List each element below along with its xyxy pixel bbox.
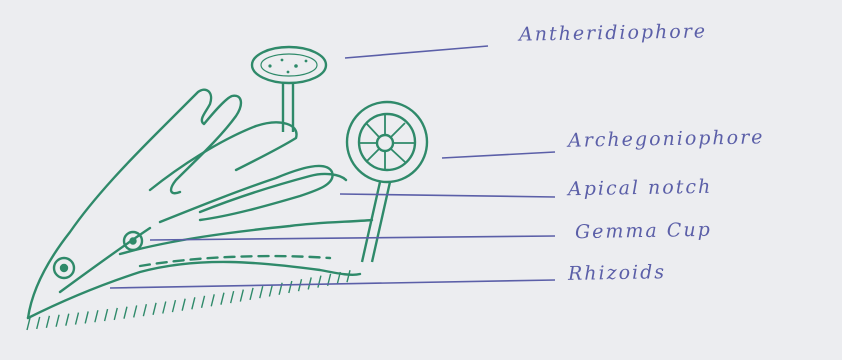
gemma-cup-right-center [131,239,136,244]
gemma-cup-left-center [61,265,67,271]
label-gemma-cup: Gemma Cup [575,219,712,243]
label-apical-notch: Apical notch [568,176,713,201]
label-archegoniophore: Archegoniophore [568,126,765,151]
label-antheridiophore: Antheridiophore [519,20,707,45]
label-rhizoids: Rhizoids [568,261,666,285]
